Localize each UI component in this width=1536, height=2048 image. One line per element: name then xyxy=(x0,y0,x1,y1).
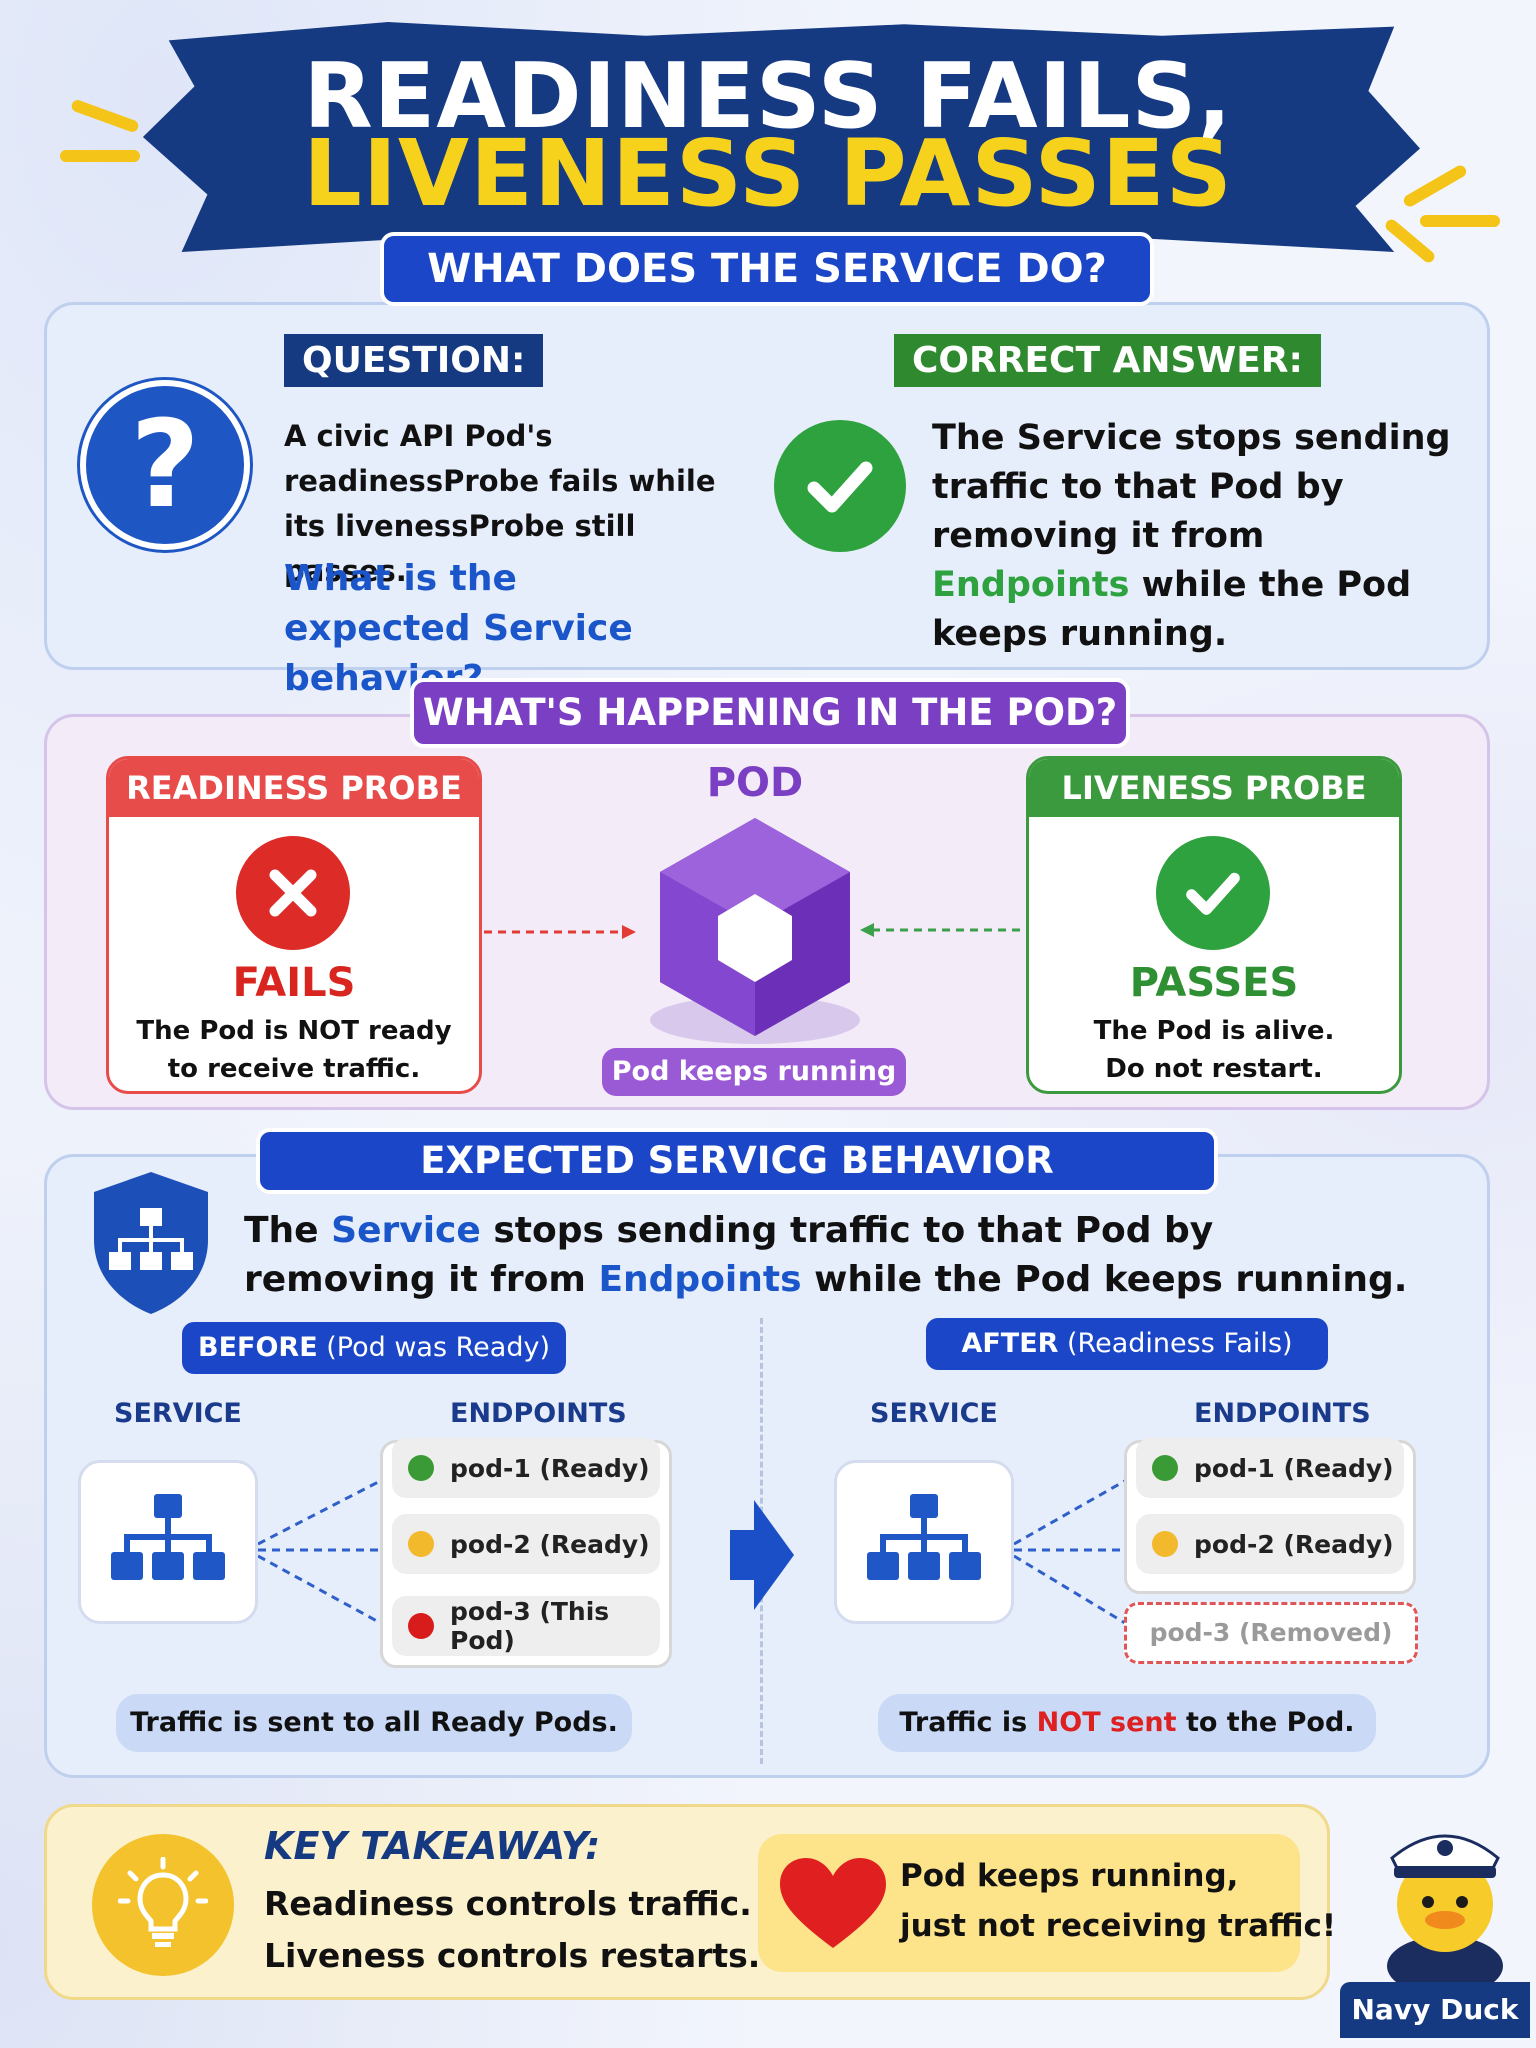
answer-text-post: while the Pod keeps running. xyxy=(932,565,1412,654)
statement-part: The xyxy=(244,1210,332,1251)
section2-heading: WHAT'S HAPPENING IN THE POD? xyxy=(410,678,1130,748)
after-service-header: SERVICE xyxy=(870,1398,998,1429)
readiness-probe-header: READINESS PROBE xyxy=(109,759,479,817)
title-line-1: READINESS FAILS, xyxy=(303,44,1233,149)
ray-decoration xyxy=(1420,215,1500,227)
status-dot-icon xyxy=(408,1455,434,1481)
lightbulb-icon xyxy=(92,1834,234,1976)
status-dot-icon xyxy=(1152,1531,1178,1557)
endpoint-item: pod-1 (Ready) xyxy=(1136,1438,1404,1498)
after-service-icon xyxy=(867,1494,981,1580)
statement-part: while the Pod keeps running. xyxy=(801,1259,1408,1300)
pod-caption: Pod keeps running xyxy=(602,1048,906,1096)
status-dot-icon xyxy=(408,1531,434,1557)
heart-icon xyxy=(780,1858,886,1948)
statement-endpoints: Endpoints xyxy=(598,1259,802,1300)
ray-decoration xyxy=(60,150,140,162)
pod-cube-icon xyxy=(650,818,860,1044)
after-label: AFTER (Readiness Fails) xyxy=(926,1318,1328,1370)
takeaway-note-2: just not receiving traffic! xyxy=(900,1908,1337,1944)
behavior-statement: The Service stops sending traffic to tha… xyxy=(244,1206,1464,1304)
status-dot-icon xyxy=(408,1613,434,1639)
endpoint-label: pod-1 (Ready) xyxy=(450,1453,650,1483)
readiness-status: FAILS xyxy=(232,960,356,1006)
endpoint-item: pod-2 (Ready) xyxy=(1136,1514,1404,1574)
before-endpoints-header: ENDPOINTS xyxy=(450,1398,627,1429)
service-shield-icon xyxy=(94,1172,208,1314)
check-icon xyxy=(774,420,906,552)
after-caption-not: NOT sent xyxy=(1036,1707,1177,1738)
answer-text-endpoints: Endpoints xyxy=(932,565,1130,605)
title-banner xyxy=(142,22,1420,252)
before-label: BEFORE (Pod was Ready) xyxy=(182,1322,566,1374)
liveness-desc-2: Do not restart. xyxy=(1105,1054,1323,1084)
endpoint-label: pod-2 (Ready) xyxy=(1194,1529,1394,1559)
endpoint-label: pod-3 (This Pod) xyxy=(450,1597,610,1655)
statement-service: Service xyxy=(331,1210,481,1251)
liveness-status: PASSES xyxy=(1129,960,1299,1006)
before-service-box xyxy=(78,1460,258,1624)
before-service-icon xyxy=(111,1494,225,1580)
question-mark-icon: ? xyxy=(80,380,250,550)
fail-x-icon xyxy=(236,836,350,950)
section3-heading: EXPECTED SERVICG BEHAVIOR xyxy=(256,1128,1218,1194)
answer-text: The Service stops sending traffic to tha… xyxy=(932,414,1452,659)
after-caption: Traffic is NOT sent to the Pod. xyxy=(878,1694,1376,1752)
status-dot-icon xyxy=(1152,1455,1178,1481)
after-connectors xyxy=(1014,1476,1131,1628)
question-text: A civic API Pod's readinessProbe fails w… xyxy=(284,419,716,588)
question-tag: QUESTION: xyxy=(284,334,544,387)
endpoint-item: pod-1 (Ready) xyxy=(392,1438,660,1498)
takeaway-note-1: Pod keeps running, xyxy=(900,1858,1239,1894)
endpoint-label: pod-1 (Ready) xyxy=(1194,1453,1394,1483)
before-service-header: SERVICE xyxy=(114,1398,242,1429)
pod-label: POD xyxy=(706,760,804,806)
after-endpoints-header: ENDPOINTS xyxy=(1194,1398,1371,1429)
takeaway-line-2: Liveness controls restarts. xyxy=(264,1936,761,1975)
removed-endpoint: pod-3 (Removed) xyxy=(1124,1602,1418,1664)
readiness-desc-1: The Pod is NOT ready xyxy=(136,1016,452,1046)
answer-tag: CORRECT ANSWER: xyxy=(894,334,1321,387)
title-line-2: LIVENESS PASSES xyxy=(303,120,1233,227)
statement-part: removing it from xyxy=(244,1259,599,1300)
takeaway-line-1: Readiness controls traffic. xyxy=(264,1884,752,1923)
endpoint-item: pod-3 (This Pod) xyxy=(392,1596,660,1656)
question-ask: What is the expected Service behavior? xyxy=(284,558,633,699)
liveness-desc-1: The Pod is alive. xyxy=(1093,1016,1335,1046)
before-label-bold: BEFORE xyxy=(198,1332,318,1363)
readiness-desc-2: to receive traffic. xyxy=(167,1054,421,1084)
endpoint-label: pod-2 (Ready) xyxy=(450,1529,650,1559)
liveness-probe-header: LIVENESS PROBE xyxy=(1029,759,1399,817)
pass-check-icon xyxy=(1156,836,1270,950)
answer-text-pre: The Service stops sending traffic to tha… xyxy=(932,418,1451,556)
after-label-rest: (Readiness Fails) xyxy=(1058,1328,1293,1359)
statement-part: stops sending traffic to that Pod by xyxy=(480,1210,1214,1251)
duck-mascot-icon xyxy=(1387,1834,1503,1996)
after-caption-post: to the Pod. xyxy=(1176,1707,1355,1738)
pass-arrow xyxy=(860,923,1026,937)
section1-heading: WHAT DOES THE SERVICE DO? xyxy=(380,232,1154,306)
takeaway-heading: KEY TAKEAWAY: xyxy=(264,1824,601,1868)
transition-arrow-icon xyxy=(730,1500,794,1610)
fail-arrow xyxy=(484,925,636,939)
before-connectors xyxy=(258,1476,387,1628)
after-caption-pre: Traffic is xyxy=(899,1707,1037,1738)
before-caption: Traffic is sent to all Ready Pods. xyxy=(116,1694,632,1752)
endpoint-item: pod-2 (Ready) xyxy=(392,1514,660,1574)
after-label-bold: AFTER xyxy=(961,1328,1059,1359)
before-label-rest: (Pod was Ready) xyxy=(317,1332,550,1363)
mascot-label: Navy Duck xyxy=(1340,1982,1530,2038)
